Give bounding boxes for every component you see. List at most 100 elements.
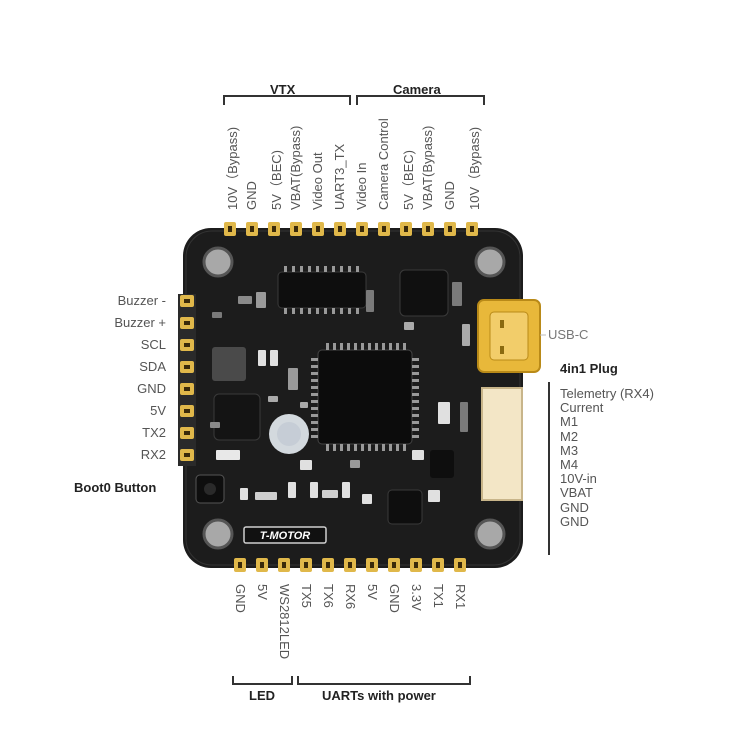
mcu-pin <box>333 343 336 350</box>
top-pin-label: GND <box>442 181 457 210</box>
bottom-pad-hole <box>414 562 418 568</box>
bottom-pad-hole <box>304 562 308 568</box>
logo-text: T-MOTOR <box>260 530 311 542</box>
left-pin-label: Buzzer - <box>117 293 166 308</box>
mcu-pin <box>333 444 336 451</box>
mcu-pin <box>361 444 364 451</box>
bottom-pin-label: 3.3V <box>409 584 424 611</box>
bottom-pad-hole <box>260 562 264 568</box>
bottom-pin-label: TX5 <box>299 584 314 608</box>
mcu-pin <box>311 365 318 368</box>
top-pin-label: VBAT(Bypass) <box>288 125 303 210</box>
mcu-pin <box>389 444 392 451</box>
top-pad-hole <box>382 226 386 232</box>
osd-pin <box>332 266 335 272</box>
top-pin-label: Camera Control <box>376 118 391 210</box>
mcu-pin <box>311 414 318 417</box>
osd-pin <box>356 266 359 272</box>
mount-hole-br <box>474 518 506 550</box>
osd-pin <box>292 266 295 272</box>
top-pad-hole <box>228 226 232 232</box>
component <box>270 350 278 366</box>
mcu-pin <box>311 393 318 396</box>
mcu-pin <box>311 435 318 438</box>
component <box>460 402 468 432</box>
mcu-pin <box>403 444 406 451</box>
mcu-pin <box>354 343 357 350</box>
left-pin-label: 5V <box>150 403 166 418</box>
regulator-chip <box>387 489 423 525</box>
mcu-pin <box>412 372 419 375</box>
plug-group-label: 4in1 Plug <box>560 361 618 376</box>
uarts-bracket <box>297 676 471 685</box>
plug-pin-label: M4 <box>560 457 579 472</box>
bottom-pin-label: 5V <box>255 584 270 600</box>
left-pad-hole <box>184 387 190 391</box>
osd-pin <box>324 266 327 272</box>
mount-hole-tr <box>474 246 506 278</box>
mcu-pin <box>412 365 419 368</box>
component <box>412 450 424 460</box>
osd-pin <box>284 308 287 314</box>
osd-pin <box>332 308 335 314</box>
mcu-pin <box>412 379 419 382</box>
bottom-pin-label: TX1 <box>431 584 446 608</box>
mcu-pin <box>382 343 385 350</box>
top-pin-label: 5V（BEC) <box>269 150 284 210</box>
osd-pin <box>316 308 319 314</box>
gyro-chip <box>213 393 261 441</box>
osd-pin <box>308 308 311 314</box>
plug-pin-label: GND <box>560 499 589 515</box>
mcu-pin <box>311 407 318 410</box>
plug-pin-label: Telemetry (RX4) <box>560 386 654 401</box>
mcu-pin <box>412 407 419 410</box>
bottom-pin-label: RX6 <box>343 584 358 610</box>
component <box>240 488 248 500</box>
top-pad-hole <box>250 226 254 232</box>
top-pad-hole <box>470 226 474 232</box>
plug-pin-label: M3 <box>560 442 579 458</box>
osd-pin <box>308 266 311 272</box>
component <box>255 492 277 500</box>
osd-pin <box>340 308 343 314</box>
camera-group-label: Camera <box>393 82 441 97</box>
component <box>428 490 440 502</box>
bottom-pin-label: 5V <box>365 584 380 600</box>
component <box>288 482 296 498</box>
bottom-pad-hole <box>458 562 462 568</box>
component <box>310 482 318 498</box>
left-pin-label: SCL <box>140 337 166 352</box>
top-pin-label: UART3_TX <box>332 143 347 210</box>
mcu-pin <box>368 343 371 350</box>
usb-c-label: USB-C <box>548 327 589 342</box>
baro-chip <box>399 269 449 317</box>
bottom-pin-label: TX6 <box>321 584 336 608</box>
left-pad-hole <box>184 453 190 457</box>
top-pad-hole <box>404 226 408 232</box>
bottom-pad-hole <box>370 562 374 568</box>
plug-pin-label: M2 <box>560 428 579 444</box>
plug-pin-label: VBAT <box>560 485 593 501</box>
osd-pin <box>348 308 351 314</box>
mcu-pin <box>311 372 318 375</box>
component <box>258 350 266 366</box>
component <box>238 296 252 304</box>
mcu-pin <box>412 435 419 438</box>
component <box>404 322 414 330</box>
top-pad-hole <box>448 226 452 232</box>
component <box>452 282 462 306</box>
osd-pin <box>340 266 343 272</box>
mcu-pin <box>311 358 318 361</box>
bottom-pad-hole <box>282 562 286 568</box>
left-pad-hole <box>184 321 190 325</box>
mcu-pin <box>340 343 343 350</box>
osd-pin <box>356 308 359 314</box>
bottom-pad-hole <box>238 562 242 568</box>
left-pin-label: RX2 <box>140 447 166 462</box>
mcu-pin <box>311 400 318 403</box>
left-pad-hole <box>184 343 190 347</box>
mcu-pin <box>375 444 378 451</box>
osd-chip <box>277 271 367 309</box>
mcu-pin <box>347 444 350 451</box>
